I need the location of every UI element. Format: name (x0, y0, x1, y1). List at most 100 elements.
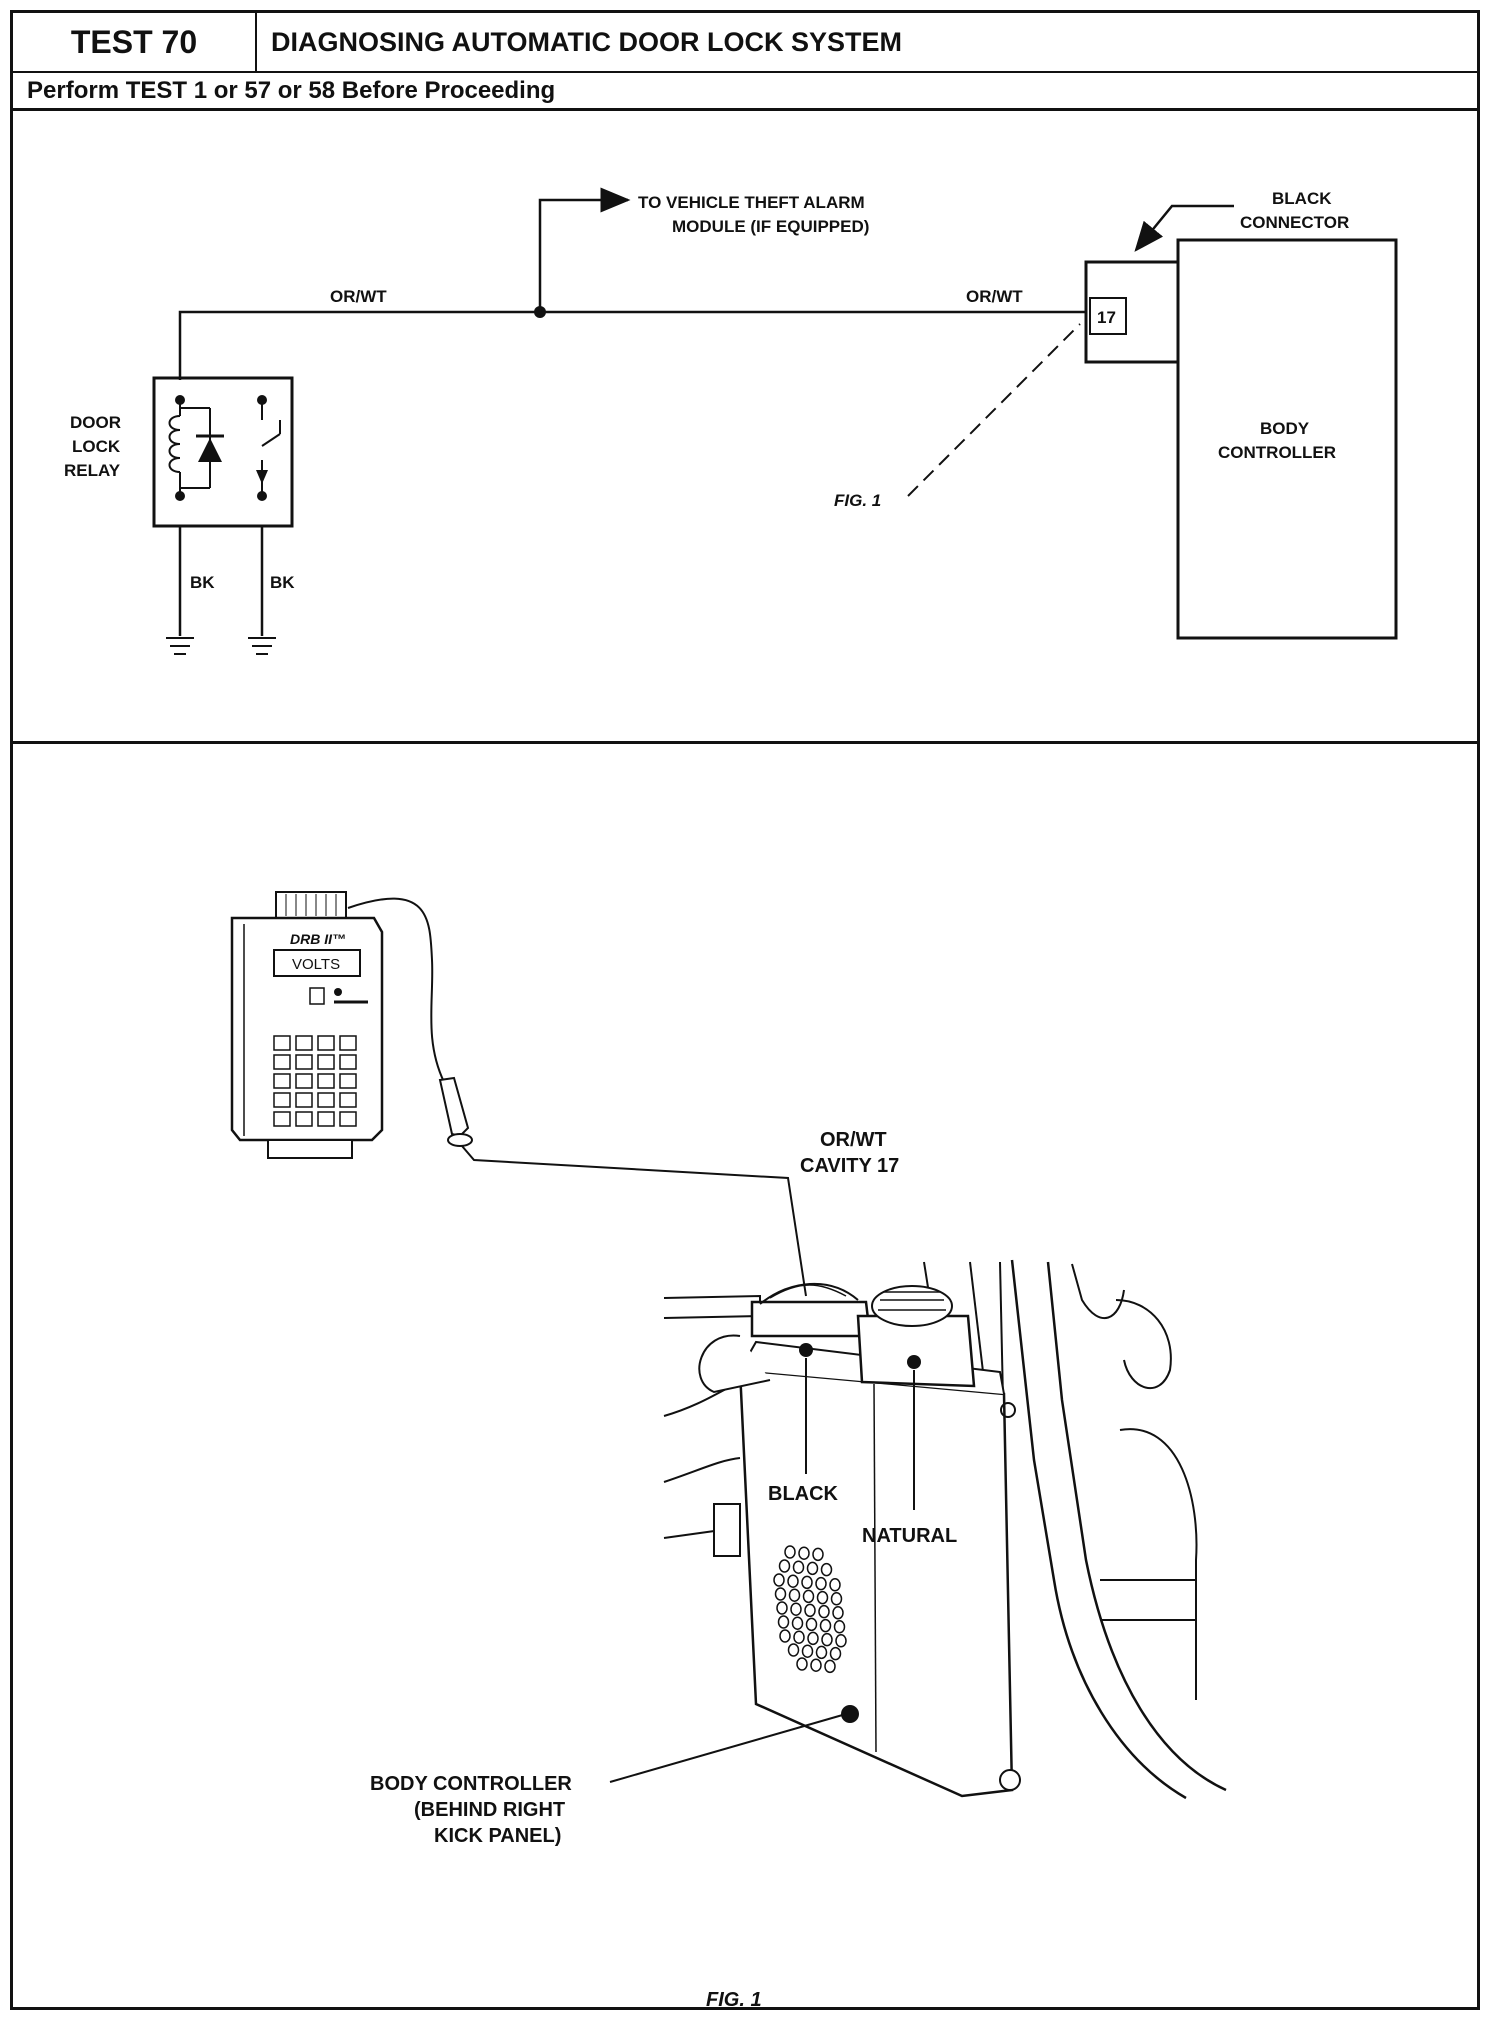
vent-hole (796, 1657, 808, 1671)
vent-hole (801, 1644, 814, 1658)
prerequisite-note: Perform TEST 1 or 57 or 58 Before Procee… (13, 73, 1477, 111)
controller-label-1: BODY (1260, 419, 1310, 438)
vent-hole (815, 1576, 827, 1591)
keypad-key (273, 1054, 291, 1070)
theft-alarm-branch (538, 187, 631, 312)
tester-keypad (273, 1035, 357, 1127)
natural-connector-module (856, 1285, 976, 1388)
location-label-2: (BEHIND RIGHT (414, 1799, 565, 1821)
figure-caption: FIG. 1 (706, 1989, 762, 2011)
test-number: TEST 70 (13, 13, 257, 71)
connector-natural-label: NATURAL (862, 1525, 957, 1547)
wire-label-right: OR/WT (966, 287, 1023, 306)
vent-hole (787, 1643, 800, 1657)
door-lock-relay (152, 376, 294, 528)
vent-hole (812, 1547, 824, 1562)
section-divider (13, 741, 1477, 744)
keypad-key (339, 1073, 357, 1089)
location-leader (609, 1713, 847, 1783)
keypad-key (295, 1073, 313, 1089)
vent-hole (821, 1632, 833, 1647)
ground-label-right: BK (270, 573, 295, 592)
keypad-key (339, 1092, 357, 1108)
vent-hole (773, 1573, 785, 1587)
vent-hole (798, 1546, 810, 1560)
location-label-3: KICK PANEL) (434, 1825, 561, 1847)
vent-hole (833, 1620, 846, 1634)
vent-hole (793, 1630, 805, 1644)
vent-hole (779, 1629, 791, 1643)
vent-hole (791, 1616, 804, 1630)
vent-hole (819, 1618, 832, 1633)
probe-cable (347, 897, 445, 1083)
vent-hole (792, 1560, 805, 1574)
vent-hole (829, 1646, 842, 1661)
relay-label-1: DOOR (70, 413, 121, 432)
probe-label-2: CAVITY 17 (800, 1155, 899, 1177)
vent-hole (774, 1587, 787, 1601)
connector-label-2: CONNECTOR (1240, 213, 1349, 232)
vent-hole (832, 1606, 844, 1620)
body-controller-box (1176, 238, 1398, 640)
keypad-key (317, 1111, 335, 1127)
vent-hole (776, 1601, 788, 1615)
keypad-key (317, 1035, 335, 1051)
vent-hole (818, 1604, 830, 1619)
ground-symbol-left (166, 637, 194, 655)
or-wt-wire (178, 310, 1086, 380)
keypad-key (273, 1111, 291, 1127)
vent-hole (820, 1562, 833, 1577)
keypad-key (295, 1035, 313, 1051)
drb-tester-icon (230, 891, 384, 1159)
keypad-key (317, 1092, 335, 1108)
branch-label-2: MODULE (IF EQUIPPED) (672, 217, 869, 236)
probe-label-1: OR/WT (820, 1129, 887, 1151)
keypad-key (295, 1054, 313, 1070)
fig-leader (907, 323, 1081, 497)
vent-hole (824, 1659, 836, 1674)
vent-hole (777, 1615, 790, 1629)
vent-hole (829, 1578, 841, 1592)
vent-hole (778, 1559, 791, 1573)
vent-hole (787, 1574, 799, 1588)
keypad-key (273, 1035, 291, 1051)
ground-label-left: BK (190, 573, 215, 592)
installation-figure: DRB II™ VOLTS OR/WT CAVITY 17 (230, 891, 1227, 2011)
relay-label-2: LOCK (72, 437, 121, 456)
branch-label-1: TO VEHICLE THEFT ALARM (638, 193, 865, 212)
page-frame: TEST 70 DIAGNOSING AUTOMATIC DOOR LOCK S… (10, 10, 1480, 2010)
vent-hole (835, 1634, 847, 1648)
keypad-key (273, 1092, 291, 1108)
black-connector (1084, 260, 1180, 364)
vent-hole (805, 1617, 818, 1632)
fig-reference: FIG. 1 (834, 491, 881, 510)
keypad-key (295, 1092, 313, 1108)
black-connector-module (698, 1282, 872, 1394)
connector-label-1: BLACK (1272, 189, 1332, 208)
keypad-key (273, 1073, 291, 1089)
cavity-number: 17 (1097, 308, 1116, 327)
probe-lead (461, 1145, 807, 1297)
controller-label-2: CONTROLLER (1218, 443, 1336, 462)
probe-icon (438, 1076, 470, 1138)
test-title: DIAGNOSING AUTOMATIC DOOR LOCK SYSTEM (271, 26, 903, 57)
vent-hole (815, 1645, 828, 1660)
connector-black-label: BLACK (768, 1483, 839, 1505)
vent-hole (790, 1602, 802, 1616)
relay-label-3: RELAY (64, 461, 121, 480)
vent-hole (801, 1575, 813, 1590)
wiring-schematic: TO VEHICLE THEFT ALARM MODULE (IF EQUIPP… (64, 187, 1398, 655)
vent-holes (773, 1545, 847, 1674)
wire-label-left: OR/WT (330, 287, 387, 306)
keypad-key (317, 1073, 335, 1089)
vent-hole (807, 1631, 819, 1646)
vent-hole (804, 1603, 816, 1618)
vent-hole (830, 1592, 843, 1606)
keypad-key (317, 1054, 335, 1070)
tester-brand: DRB II™ (290, 931, 346, 947)
header-row: TEST 70 DIAGNOSING AUTOMATIC DOOR LOCK S… (13, 13, 1477, 73)
keypad-key (339, 1035, 357, 1051)
keypad-key (339, 1054, 357, 1070)
ground-symbol-right (248, 637, 276, 655)
